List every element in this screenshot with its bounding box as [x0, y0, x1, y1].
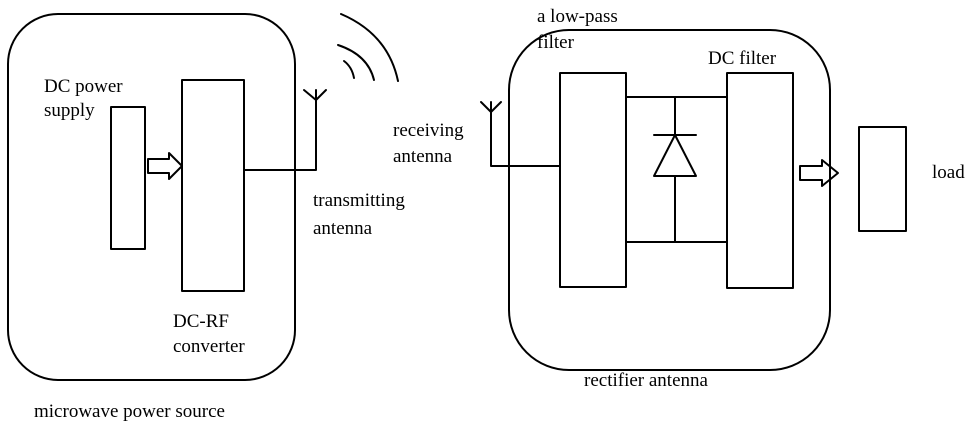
feed-line-transmitter: [243, 99, 317, 171]
rectifier-antenna-enclosure: [508, 29, 831, 371]
dc-rf-converter-block: [181, 79, 245, 292]
receiving-antenna-label-line2: antenna: [393, 146, 453, 167]
dc-power-supply-label-line2: supply: [44, 100, 95, 121]
diode-icon: [653, 134, 697, 177]
arrow-supply-to-converter: [147, 152, 183, 180]
transmitting-antenna-icon: [303, 89, 327, 101]
dc-power-supply-label-line1: DC power: [44, 76, 123, 97]
transmitting-antenna-label-line1: transmitting: [313, 190, 405, 211]
dc-rf-converter-label-line1: DC-RF: [173, 311, 229, 332]
transmitting-antenna-label-line2: antenna: [313, 218, 373, 239]
dc-power-supply-block: [110, 106, 146, 250]
dc-rf-converter-label-line2: converter: [173, 336, 245, 357]
load-block: [858, 126, 907, 232]
rectifier-antenna-label: rectifier antenna: [584, 370, 708, 391]
receiving-antenna-label-line1: receiving: [393, 120, 464, 141]
microwave-power-source-enclosure: [7, 13, 296, 381]
low-pass-filter-block: [559, 72, 627, 288]
dc-filter-block: [726, 72, 794, 289]
feed-line-receiver: [490, 111, 561, 167]
load-label: load: [932, 162, 965, 183]
low-pass-filter-label-line2: filter: [537, 32, 574, 53]
receiving-antenna-icon: [480, 101, 502, 113]
low-pass-filter-label-line1: a low-pass: [537, 6, 618, 27]
microwave-power-source-label: microwave power source: [34, 401, 225, 422]
dc-filter-label: DC filter: [708, 48, 777, 69]
radiation-waves-icon: [337, 13, 399, 82]
arrow-filter-to-load: [799, 159, 839, 187]
